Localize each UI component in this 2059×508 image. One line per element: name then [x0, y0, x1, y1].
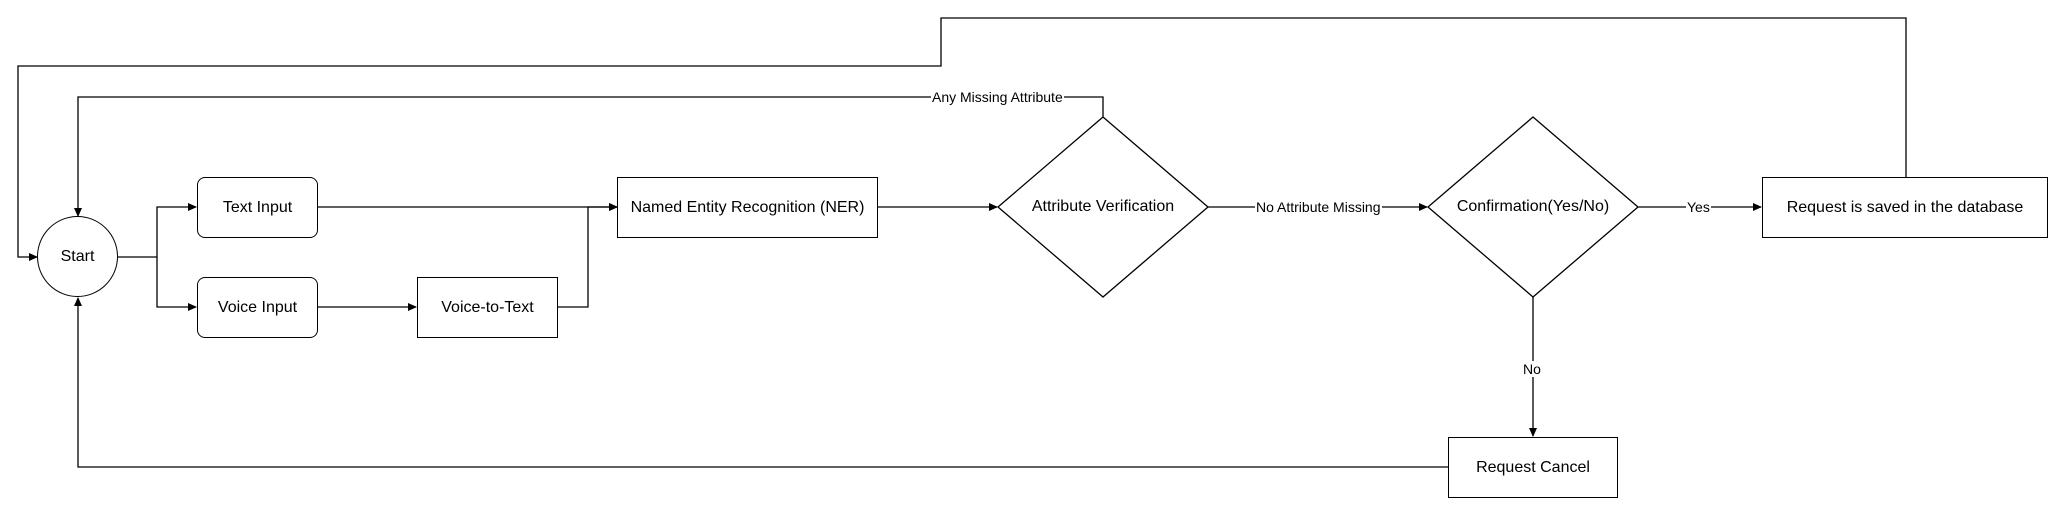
attribute-verification-diamond: [997, 116, 1209, 298]
edge-label-yes: Yes: [1686, 199, 1711, 215]
cancel-label: Request Cancel: [1476, 458, 1590, 476]
edge-start-to-voice-input: [156, 257, 197, 311]
edge-cancel-to-start: [74, 297, 1448, 468]
confirmation-diamond: [1427, 116, 1639, 298]
attribute-verification-label: Attribute Verification: [1031, 198, 1175, 215]
edge-label-no: No: [1522, 361, 1542, 377]
ner-label: Named Entity Recognition (NER): [630, 198, 865, 216]
confirmation-node: Confirmation(Yes/No): [1428, 117, 1638, 297]
ner-node: Named Entity Recognition (NER): [617, 177, 878, 238]
voice-input-node: Voice Input: [197, 277, 318, 338]
start-node: Start: [37, 216, 118, 297]
confirmation-label: Confirmation(Yes/No): [1456, 198, 1610, 215]
edge-attribute-verification-to-start: [74, 96, 1104, 217]
cancel-node: Request Cancel: [1448, 437, 1618, 498]
voice-input-label: Voice Input: [217, 298, 298, 316]
saved-label: Request is saved in the database: [1786, 198, 2024, 216]
text-input-label: Text Input: [222, 198, 293, 216]
edge-saved-to-start: [17, 17, 1907, 261]
voice-to-text-label: Voice-to-Text: [441, 298, 534, 316]
saved-node: Request is saved in the database: [1762, 177, 2048, 238]
text-input-node: Text Input: [197, 177, 318, 238]
start-node-label: Start: [60, 247, 95, 265]
edge-label-no-missing: No Attribute Missing: [1255, 199, 1382, 215]
attribute-verification-node: Attribute Verification: [998, 117, 1208, 297]
edge-label-any-missing: Any Missing Attribute: [931, 89, 1064, 105]
voice-to-text-node: Voice-to-Text: [417, 277, 558, 338]
edge-start-to-text-input: [118, 203, 197, 258]
edge-voice-to-text-to-ner: [557, 203, 618, 308]
